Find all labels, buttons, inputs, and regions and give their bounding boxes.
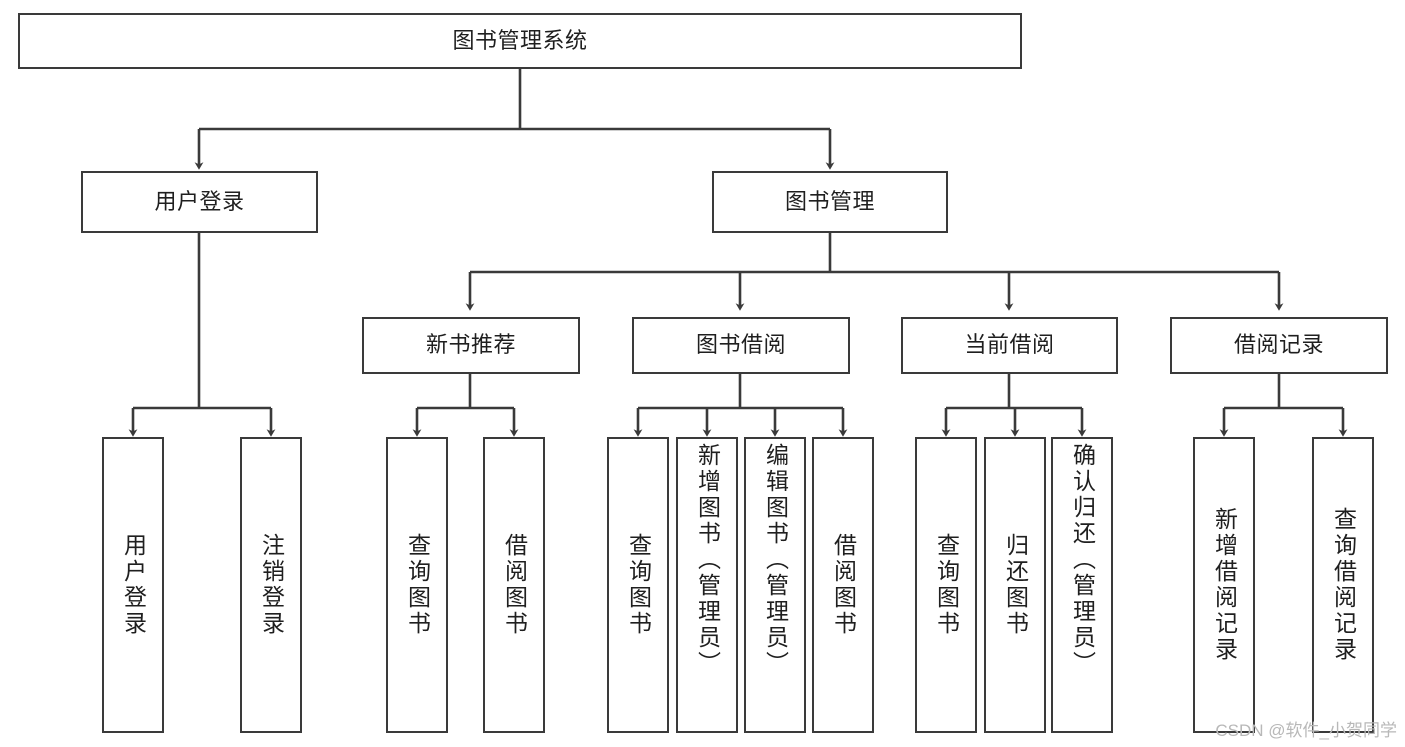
node-label: 编辑图书（管理员） [762, 443, 789, 677]
leaf-query-book-current[interactable]: 查询图书 [915, 437, 977, 733]
node-label: 新增图书（管理员） [694, 443, 721, 677]
node-label: 查询图书 [404, 533, 431, 637]
node-label: 用户登录 [154, 188, 245, 214]
node-label: 借阅图书 [830, 533, 857, 637]
node-borrow-record[interactable]: 借阅记录 [1170, 317, 1388, 374]
leaf-user-login[interactable]: 用户登录 [102, 437, 164, 733]
node-label: 查询图书 [933, 533, 960, 637]
node-label: 当前借阅 [964, 332, 1055, 358]
node-label: 确认归还（管理员） [1069, 443, 1096, 677]
leaf-return-book[interactable]: 归还图书 [984, 437, 1046, 733]
leaf-query-book-borrow[interactable]: 查询图书 [607, 437, 669, 733]
node-label: 图书借阅 [695, 332, 786, 358]
node-label: 借阅记录 [1233, 332, 1324, 358]
watermark-text: CSDN @软件_小贺同学 [1215, 721, 1397, 740]
leaf-confirm-return-admin[interactable]: 确认归还（管理员） [1051, 437, 1113, 733]
node-new-book-recommend[interactable]: 新书推荐 [362, 317, 580, 374]
leaf-query-book-recommend[interactable]: 查询图书 [386, 437, 448, 733]
leaf-borrow-book[interactable]: 借阅图书 [812, 437, 874, 733]
node-current-borrow[interactable]: 当前借阅 [901, 317, 1118, 374]
node-root-system[interactable]: 图书管理系统 [18, 13, 1022, 69]
node-label: 查询借阅记录 [1330, 507, 1357, 663]
node-label: 图书管理系统 [452, 27, 588, 53]
node-book-management[interactable]: 图书管理 [712, 171, 948, 233]
node-label: 用户登录 [120, 533, 147, 637]
leaf-query-borrow-record[interactable]: 查询借阅记录 [1312, 437, 1374, 733]
node-label: 注销登录 [258, 533, 285, 637]
node-book-borrow[interactable]: 图书借阅 [632, 317, 850, 374]
node-label: 归还图书 [1002, 533, 1029, 637]
leaf-borrow-book-recommend[interactable]: 借阅图书 [483, 437, 545, 733]
node-label: 新书推荐 [425, 332, 516, 358]
leaf-add-book-admin[interactable]: 新增图书（管理员） [676, 437, 738, 733]
node-label: 图书管理 [784, 188, 875, 214]
leaf-edit-book-admin[interactable]: 编辑图书（管理员） [744, 437, 806, 733]
node-user-login[interactable]: 用户登录 [81, 171, 318, 233]
leaf-add-borrow-record[interactable]: 新增借阅记录 [1193, 437, 1255, 733]
leaf-logout-login[interactable]: 注销登录 [240, 437, 302, 733]
node-label: 借阅图书 [501, 533, 528, 637]
node-label: 新增借阅记录 [1211, 507, 1238, 663]
node-label: 查询图书 [625, 533, 652, 637]
